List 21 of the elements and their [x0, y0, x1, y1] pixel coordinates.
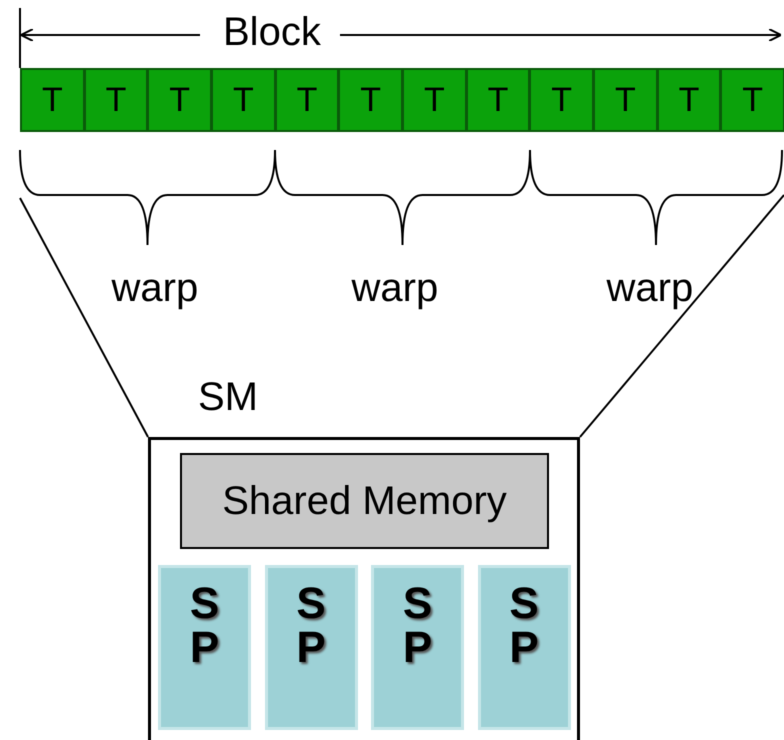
processor-box: S P: [478, 565, 570, 730]
thread-cell: T: [656, 68, 722, 132]
memory-box: Shared Memory: [180, 453, 549, 549]
thread-cell: T: [720, 68, 784, 132]
thread-cell: T: [147, 68, 212, 132]
processor-box: S P: [158, 565, 251, 730]
thread-cell: T: [211, 68, 276, 132]
brace-label: warp: [112, 266, 198, 310]
thread-cell: T: [274, 68, 340, 132]
thread-cell: T: [84, 68, 148, 132]
processor-box: S P: [264, 565, 358, 730]
processor-box: S P: [371, 565, 464, 730]
thread-cell: T: [466, 68, 530, 132]
thread-cell: T: [20, 68, 85, 132]
thread-cell: T: [338, 68, 403, 132]
thread-cell: T: [402, 68, 467, 132]
group-heading: SM: [198, 375, 258, 420]
thread-cell: T: [593, 68, 658, 132]
thread-cell: T: [529, 68, 594, 132]
brace-label: warp: [352, 266, 438, 310]
brace-label: warp: [606, 266, 694, 310]
